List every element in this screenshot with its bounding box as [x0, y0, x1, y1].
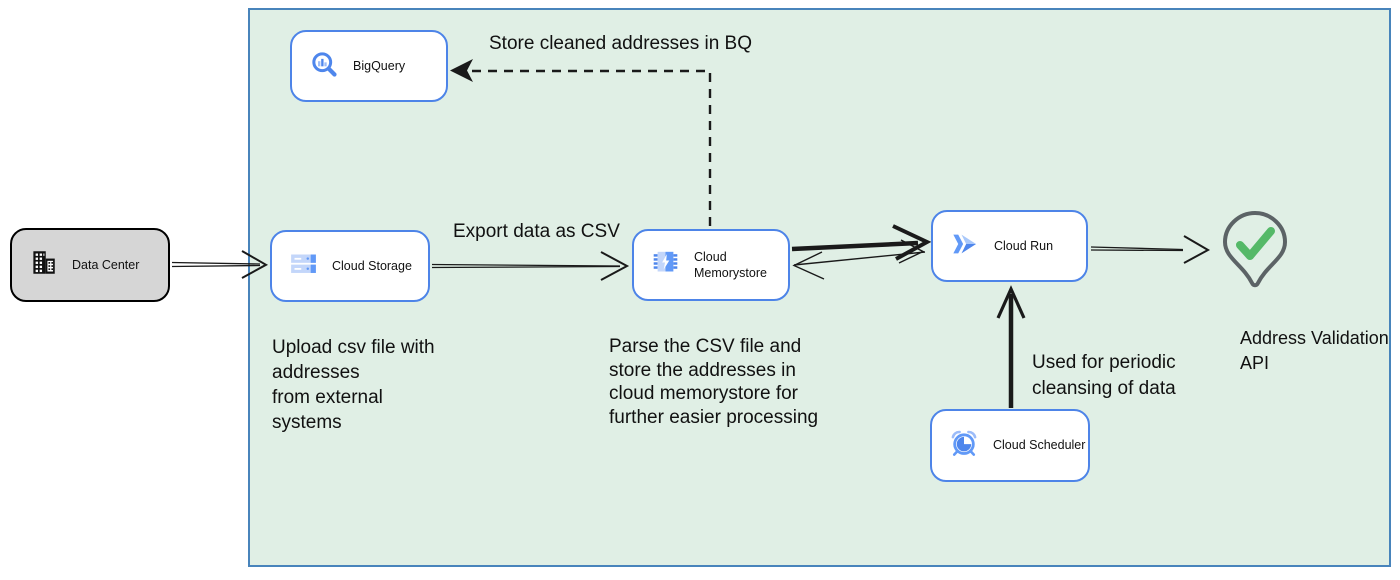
arrow-memorystore-to-bigquery-dashed — [450, 59, 712, 226]
arrow-run-to-validation — [1090, 235, 1211, 264]
node-label-cloud-storage: Cloud Storage — [332, 258, 412, 273]
map-pin-checkmark-icon — [1221, 210, 1289, 311]
node-cloud-scheduler: Cloud Scheduler — [930, 409, 1090, 482]
node-data-center: Data Center — [10, 228, 170, 302]
node-bigquery: BigQuery — [290, 30, 448, 102]
node-cloud-run: Cloud Run — [931, 210, 1088, 282]
annotation-parse-csv: Parse the CSV file and store the address… — [609, 336, 819, 428]
node-label-bigquery: BigQuery — [353, 58, 406, 73]
annotation-upload-csv: Upload csv file with addresses from exte… — [272, 337, 435, 433]
system-boundary-box — [248, 8, 1391, 567]
node-label-cloud-run: Cloud Run — [994, 238, 1054, 253]
annotation-periodic-cleansing: Used for periodic cleansing of data — [1032, 352, 1176, 399]
node-label-data-center: Data Center — [72, 257, 140, 272]
address-validation-api-label: Address Validation API — [1240, 328, 1389, 373]
building-icon — [30, 249, 57, 281]
annotation-export-data-csv: Export data as CSV — [453, 221, 620, 242]
node-label-cloud-memorystore: Cloud Memorystore — [694, 249, 767, 280]
arrow-run-to-memorystore — [792, 239, 926, 280]
arrow-datacenter-to-storage — [171, 250, 269, 279]
arrow-storage-to-memorystore — [431, 251, 630, 281]
node-cloud-memorystore: Cloud Memorystore — [632, 229, 790, 301]
annotation-store-cleaned-addresses: Store cleaned addresses in BQ — [489, 33, 752, 54]
memory-chip-bolt-icon — [652, 249, 679, 281]
alarm-clock-icon — [950, 429, 978, 462]
bigquery-magnifier-chart-icon — [310, 50, 338, 83]
cloud-run-chevrons-icon — [951, 230, 979, 263]
node-label-cloud-scheduler: Cloud Scheduler — [993, 438, 1086, 453]
storage-bars-icon — [290, 250, 317, 282]
node-cloud-storage: Cloud Storage — [270, 230, 430, 302]
arrow-scheduler-to-run — [996, 285, 1026, 408]
